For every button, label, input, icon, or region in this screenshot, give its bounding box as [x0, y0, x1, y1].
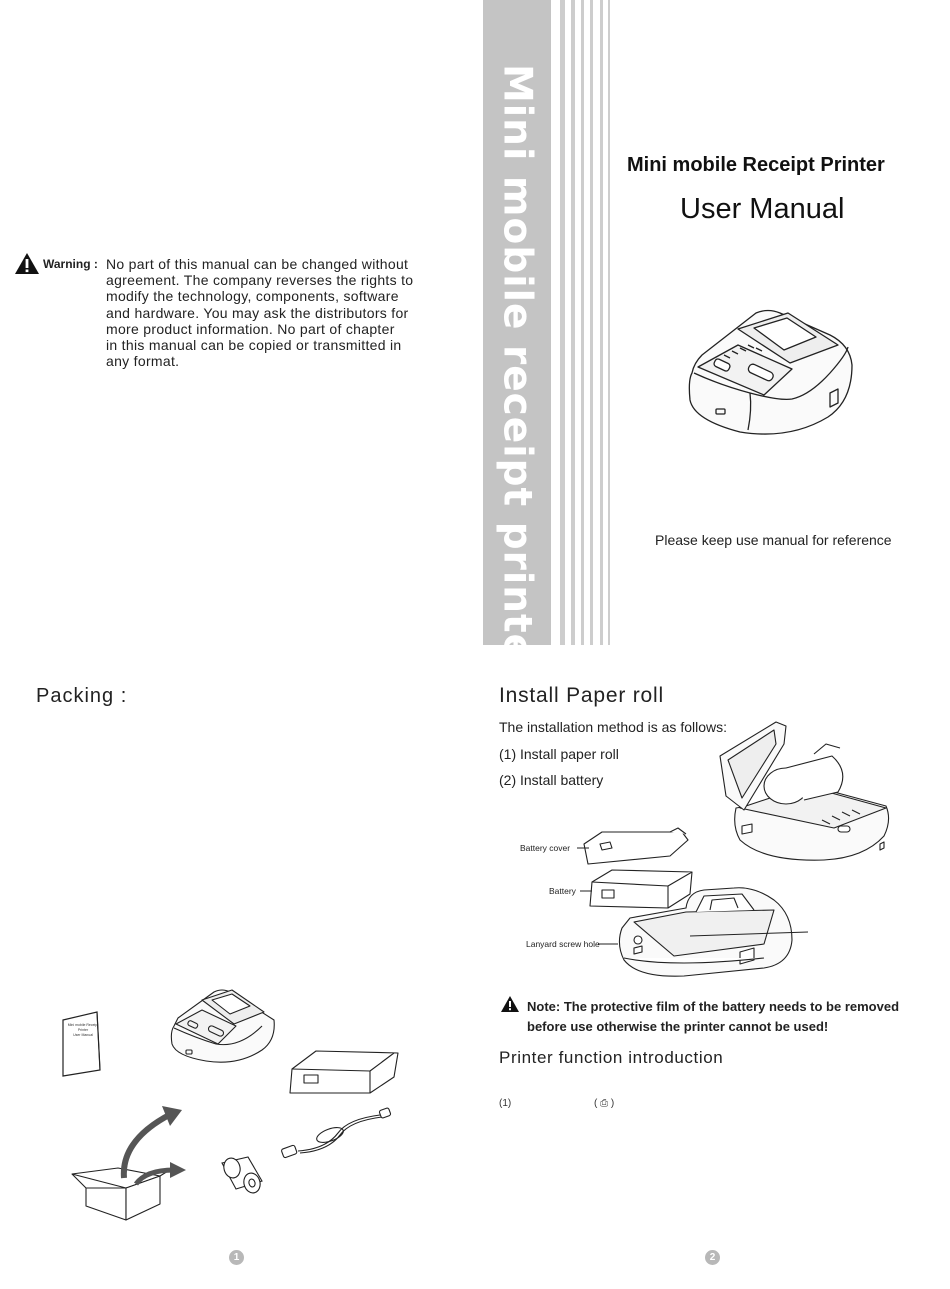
spine-stripe [600, 0, 603, 645]
warning-line: No part of this manual can be changed wi… [106, 256, 409, 272]
cover-subtitle: User Manual [680, 193, 845, 225]
packing-title: Packing : [36, 685, 128, 707]
open-printer-illustration [719, 721, 890, 861]
callout-line [580, 890, 592, 892]
install-step: (2) Install battery [499, 772, 604, 788]
cover-title: Mini mobile Receipt Printer [627, 154, 885, 176]
warning-label: Warning : [43, 257, 98, 271]
warning-line: more product information. No part of cha… [106, 320, 395, 337]
usb-cable-illustration [281, 1107, 392, 1159]
warning-icon [15, 253, 39, 274]
callout-line [598, 943, 618, 945]
callout-line [690, 931, 809, 937]
warning-line: and hardware. You may ask the distributo… [106, 304, 409, 321]
warning-line: any format. [106, 353, 180, 370]
note-line: before use otherwise the printer cannot … [527, 1019, 829, 1034]
warning-icon [501, 996, 519, 1012]
manual-booklet-illustration [62, 1011, 101, 1077]
callout-battery-cover: Battery cover [520, 843, 571, 853]
warning-line: modify the technology, components, softw… [106, 288, 399, 305]
battery-illustration [289, 1050, 399, 1094]
page-number: 2 [705, 1250, 720, 1265]
callout-battery: Battery [549, 886, 576, 896]
function-item-symbol: ( ⎙ ) [594, 1098, 615, 1109]
booklet-title: Mini mobile Receipt Printer [67, 1023, 99, 1032]
spine-stripe [581, 0, 584, 645]
printer-bottom-illustration [618, 887, 793, 977]
battery-note: Note: The protective film of the battery… [527, 997, 907, 1037]
callout-line [577, 847, 589, 849]
function-title: Printer function introduction [499, 1048, 724, 1067]
warning-line: in this manual can be copied or transmit… [106, 337, 402, 354]
warning-text: No part of this manual can be changed wi… [106, 256, 446, 369]
cover-note: Please keep use manual for reference [655, 532, 892, 548]
battery-illustration-small [589, 869, 693, 909]
printer-illustration [688, 309, 853, 435]
function-item-number: (1) [499, 1098, 512, 1109]
callout-lanyard: Lanyard screw hole [526, 939, 600, 949]
install-step: (1) Install paper roll [499, 746, 619, 762]
spine-stripe [571, 0, 575, 645]
note-line: Note: The protective film of the battery… [527, 999, 900, 1014]
spine-band: Mini mobile receipt printer [483, 0, 551, 681]
install-title: Install Paper roll [499, 684, 664, 707]
booklet-text: Mini mobile Receipt Printer User Manual [63, 1023, 103, 1038]
paper-roll-illustration [221, 1156, 263, 1194]
spine-stripe [560, 0, 565, 645]
spine-stripe [608, 0, 610, 645]
printer-illustration-small [170, 989, 275, 1063]
install-intro: The installation method is as follows: [499, 719, 727, 735]
box-illustration [71, 1106, 186, 1221]
spine-stripe [590, 0, 593, 645]
battery-cover-illustration [583, 827, 689, 865]
page-number: 1 [229, 1250, 244, 1265]
booklet-subtitle: User Manual [73, 1033, 93, 1037]
warning-line: agreement. The company reverses the righ… [106, 272, 414, 289]
spine-title: Mini mobile receipt printer [494, 64, 540, 682]
